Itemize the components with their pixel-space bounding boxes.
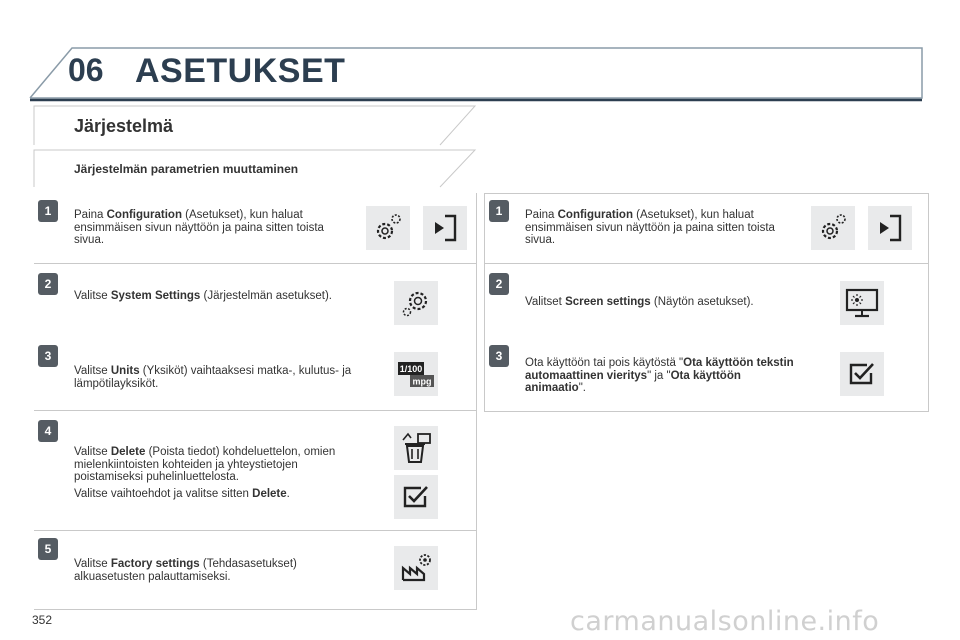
left-column-bottom [34, 609, 477, 610]
step-text: Paina Configuration (Asetukset), kun hal… [525, 209, 775, 246]
step-text: Valitse System Settings (Järjestelmän as… [74, 290, 333, 302]
checkbox-icon [840, 352, 884, 396]
row-divider [484, 263, 928, 264]
row-divider [34, 263, 477, 264]
step-text: Valitse Units (Yksiköt) vaihtaaksesi mat… [74, 365, 352, 390]
factory-settings-icon [394, 546, 438, 590]
chapter-title: ASETUKSET [135, 52, 346, 90]
units-icon: 1/100 mpg [394, 352, 438, 396]
gears-icon [811, 206, 855, 250]
right-column-top [484, 193, 928, 194]
units-icon-bottom: mpg [413, 377, 432, 387]
next-page-icon [423, 206, 467, 250]
delete-list-icon [394, 426, 438, 470]
step-text: Ota käyttöön tai pois käytöstä "Ota käyt… [525, 357, 794, 394]
row-divider [34, 410, 477, 411]
units-icon-top: 1/100 [400, 364, 423, 374]
header-frame [29, 47, 923, 102]
step-text: Valitset Screen settings (Näytön asetuks… [525, 296, 754, 308]
next-page-icon [868, 206, 912, 250]
step-text-extra: Valitse vaihtoehdot ja valitse sitten De… [74, 488, 290, 500]
step-badge: 2 [489, 273, 509, 295]
step-badge: 5 [38, 538, 58, 560]
section-subtitle: Järjestelmän parametrien muuttaminen [74, 162, 299, 176]
step-badge: 3 [489, 345, 509, 367]
step-text: Valitse Factory settings (Tehdasasetukse… [74, 558, 297, 583]
step-badge: 4 [38, 420, 58, 442]
step-badge: 1 [38, 200, 58, 222]
page-number: 352 [32, 613, 53, 627]
step-badge: 1 [489, 200, 509, 222]
right-column-bottom [484, 411, 929, 412]
step-badge: 2 [38, 273, 58, 295]
chapter-number: 06 [68, 52, 104, 88]
left-column-border [476, 193, 477, 610]
section-title: Järjestelmä [74, 116, 174, 136]
right-column-border-left [484, 193, 485, 412]
row-divider [34, 530, 477, 531]
step-text: Valitse Delete (Poista tiedot) kohdeluet… [74, 446, 336, 483]
screen-settings-icon [840, 281, 884, 325]
gears-icon [366, 206, 410, 250]
section-frames [33, 105, 477, 188]
watermark: carmanualsonline.info [570, 606, 880, 637]
right-column-border [928, 193, 929, 412]
checkbox-icon [394, 475, 438, 519]
step-text: Paina Configuration (Asetukset), kun hal… [74, 209, 324, 246]
gear-icon [394, 281, 438, 325]
step-badge: 3 [38, 345, 58, 367]
